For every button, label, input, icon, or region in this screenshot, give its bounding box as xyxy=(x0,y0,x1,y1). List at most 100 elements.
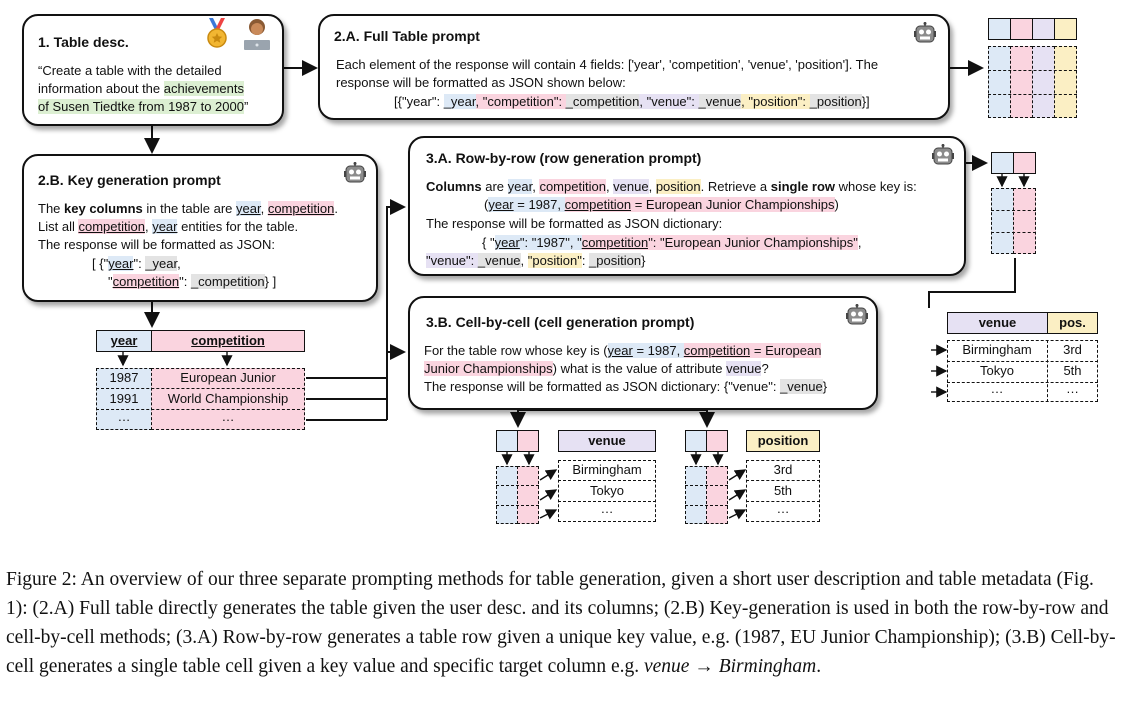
cell-venue-value: Tokyo xyxy=(590,483,624,498)
full-table-col-venue xyxy=(1032,46,1055,118)
highlight-pink: competition xyxy=(267,201,335,216)
cell-position-header: position xyxy=(746,430,820,452)
highlight-blue: year xyxy=(488,197,514,212)
key-table-cell: 1991 xyxy=(109,391,139,406)
text-span: ) xyxy=(834,197,839,212)
key-table-header-year: year xyxy=(96,330,152,352)
cell-prompt-line-2: Junior Championships) what is the value … xyxy=(424,360,769,379)
highlight-purple: , "venue": xyxy=(639,94,699,109)
key-table-cell: … xyxy=(221,409,235,424)
key-table-col-year xyxy=(96,368,152,430)
row-table-row-divider xyxy=(947,382,1098,383)
text-span: " xyxy=(108,274,113,289)
highlight-gray: _position xyxy=(809,94,862,109)
highlight-purple: "venue": xyxy=(426,253,478,268)
full-table-header-position xyxy=(1054,18,1077,40)
robot-icon xyxy=(846,304,868,325)
row-key-col-year xyxy=(991,188,1014,254)
highlight-blue: = 1987, xyxy=(513,197,565,212)
cell-divider xyxy=(496,505,539,506)
text-span: For the table row whose key is ( xyxy=(424,343,608,358)
figure-caption: Figure 2: An overview of our three separ… xyxy=(6,565,1116,681)
row-table-col-divider xyxy=(1047,340,1048,402)
table-desc-title: 1. Table desc. xyxy=(38,34,129,50)
highlight-gray: _venue xyxy=(780,379,823,394)
highlight-green: of Susen Tiedtke from 1987 to 2000 xyxy=(38,99,244,114)
text-span: ? xyxy=(761,361,769,376)
connector-lines xyxy=(117,60,1030,520)
key-table-row-divider xyxy=(96,409,305,410)
cell-by-cell-prompt-box: 3.B. Cell-by-cell (cell generation promp… xyxy=(408,296,878,410)
caption-end: . xyxy=(816,656,822,677)
highlight-pink: competition xyxy=(581,235,649,250)
text-span: . xyxy=(334,201,338,216)
row-table-cell: Tokyo xyxy=(980,363,1014,378)
row-table-header-pos: pos. xyxy=(1047,312,1098,334)
text-span: . Retrieve a xyxy=(700,179,771,194)
cell-position-value: 5th xyxy=(773,483,793,498)
cell-position-key-col xyxy=(685,466,707,524)
text-span: The response will be formatted as JSON d… xyxy=(424,379,781,394)
text-span: } xyxy=(641,253,646,268)
cell-position-key-col xyxy=(706,466,728,524)
highlight-pink: competition xyxy=(112,274,180,289)
full-table-header-venue xyxy=(1032,18,1055,40)
highlight-blue: year xyxy=(108,256,134,271)
cell-divider xyxy=(496,485,539,486)
caption-arrow: → xyxy=(689,656,719,677)
robot-icon xyxy=(344,162,366,183)
highlight-blue: = 1987, xyxy=(632,343,684,358)
cell-position-value: … xyxy=(776,501,790,516)
highlight-green: achievements xyxy=(163,81,244,96)
cell-divider xyxy=(685,485,728,486)
text-span: { " xyxy=(482,235,495,250)
highlight-gray: _competition xyxy=(190,274,265,289)
text-span: , xyxy=(648,179,656,194)
highlight-blue: year xyxy=(607,343,633,358)
full-table-prompt-line-2: response will be formatted as JSON shown… xyxy=(336,75,626,90)
row-key-header-competition xyxy=(1013,152,1036,174)
key-table-row-divider xyxy=(96,388,305,389)
row-key-divider xyxy=(991,210,1036,211)
highlight-pink: competition xyxy=(539,179,606,194)
row-table-row-divider xyxy=(947,361,1098,362)
highlight-pink: ": "European Junior Championships" xyxy=(648,235,858,250)
key-table-cell: 1987 xyxy=(109,370,139,385)
highlight-pink: competition xyxy=(683,343,751,358)
row-table-cell: 3rd xyxy=(1063,342,1082,357)
row-by-row-prompt-box: 3.A. Row-by-row (row generation prompt) … xyxy=(408,136,966,276)
highlight-gray: _competition xyxy=(565,94,640,109)
text-span: in the table are xyxy=(142,201,237,216)
text-span: ) what is the value of attribute xyxy=(552,361,727,376)
row-table-cell: … xyxy=(1066,381,1079,396)
cell-position-body xyxy=(746,460,820,522)
row-table-cell: … xyxy=(990,381,1004,396)
text-span: ": xyxy=(133,256,146,271)
row-table-cell: 5th xyxy=(1063,363,1082,378)
row-prompt-line-2: (year = 1987, competition = European Jun… xyxy=(484,196,839,215)
row-table-cell: Birmingham xyxy=(962,342,1032,357)
row-by-row-prompt-title: 3.A. Row-by-row (row generation prompt) xyxy=(426,150,702,166)
row-prompt-line-4: { "year": "1987", "competition": "Europe… xyxy=(482,234,862,253)
text-span: ( xyxy=(484,197,489,212)
key-gen-line-1: The key columns in the table are year, c… xyxy=(38,200,338,219)
robot-icon xyxy=(914,22,936,43)
text-span: : xyxy=(581,253,590,268)
highlight-yellow: , "position": xyxy=(741,94,810,109)
full-table-row-divider xyxy=(988,70,1077,71)
bold-text: single row xyxy=(770,179,836,194)
highlight-gray: _venue xyxy=(698,94,742,109)
bold-text: key columns xyxy=(64,201,143,216)
caption-italic: venue xyxy=(644,656,690,677)
cell-venue-key-competition xyxy=(517,430,539,452)
key-table-cell: World Championship xyxy=(167,391,289,406)
row-prompt-line-3: The response will be formatted as JSON d… xyxy=(426,216,723,231)
cell-venue-key-col xyxy=(496,466,518,524)
key-gen-line-3: The response will be formatted as JSON: xyxy=(38,237,275,252)
cell-venue-key-col xyxy=(517,466,539,524)
cell-venue-value: Birmingham xyxy=(572,462,642,477)
full-table-prompt-box: 2.A. Full Table prompt Each element of t… xyxy=(318,14,950,120)
robot-icon xyxy=(932,144,954,165)
text-span: are xyxy=(481,179,508,194)
cell-venue-body xyxy=(558,460,656,522)
